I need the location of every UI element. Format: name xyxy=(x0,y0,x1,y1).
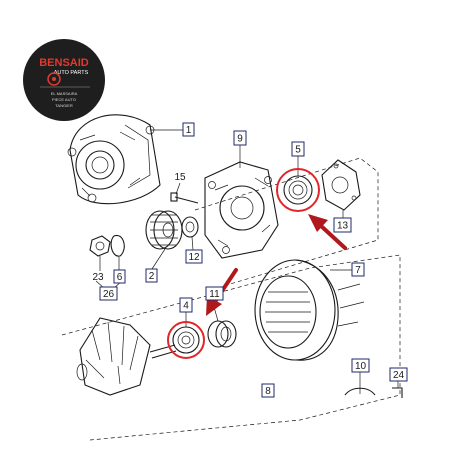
washer-part xyxy=(110,234,125,257)
callout-15: 15 xyxy=(174,172,186,183)
svg-text:4: 4 xyxy=(183,301,189,312)
highlight-circle-part-4 xyxy=(167,321,205,359)
svg-text:5: 5 xyxy=(295,145,301,156)
callout-4: 4 xyxy=(179,297,193,313)
logo-line-2: PIECE AUTO xyxy=(52,97,76,102)
svg-text:10: 10 xyxy=(355,361,367,372)
pulley-part xyxy=(145,210,183,250)
regulator-part xyxy=(344,380,376,396)
svg-text:26: 26 xyxy=(103,289,115,300)
callout-10: 10 xyxy=(351,358,370,373)
highlight-markers xyxy=(167,168,320,359)
callout-1: 1 xyxy=(182,122,195,137)
callout-9: 9 xyxy=(233,130,247,146)
rotor-part xyxy=(76,317,177,396)
svg-text:12: 12 xyxy=(188,252,200,263)
callout-26: 26 xyxy=(99,286,118,301)
logo-line-1: EL MASSAIRA xyxy=(51,91,78,96)
arrow-to-part-5 xyxy=(308,214,347,250)
callout-13: 13 xyxy=(333,217,352,233)
rear-housing-part xyxy=(204,161,279,259)
callout-5: 5 xyxy=(291,141,305,157)
nut-part xyxy=(89,235,111,257)
svg-text:9: 9 xyxy=(237,134,243,145)
logo-subtitle: AUTO PARTS xyxy=(54,70,89,76)
bearing-plate-part xyxy=(321,159,361,211)
bolt-part xyxy=(170,192,199,204)
callout-23: 23 xyxy=(92,272,104,283)
bensaid-logo: BENSAID AUTO PARTS EL MASSAIRA PIECE AUT… xyxy=(23,39,105,121)
front-bearing-part xyxy=(172,326,200,354)
svg-text:6: 6 xyxy=(117,272,123,283)
svg-text:8: 8 xyxy=(265,386,271,397)
leader-lines xyxy=(95,129,399,388)
highlight-circle-part-5 xyxy=(276,168,320,212)
logo-brand: BENSAID xyxy=(39,57,89,69)
callout-2: 2 xyxy=(145,268,158,283)
svg-text:7: 7 xyxy=(355,265,361,276)
rear-bearing-part xyxy=(283,175,313,205)
svg-text:24: 24 xyxy=(393,370,405,381)
svg-text:2: 2 xyxy=(149,271,155,282)
connector-part xyxy=(392,387,403,398)
assembly-outlines xyxy=(61,157,401,441)
logo-line-3: TANGIER xyxy=(55,103,73,108)
callout-7: 7 xyxy=(351,262,365,277)
gear-icon xyxy=(47,72,61,86)
spacer-ring-part xyxy=(181,216,199,238)
callout-6: 6 xyxy=(113,269,126,284)
callout-11: 11 xyxy=(205,286,224,301)
logo-badge xyxy=(23,39,105,121)
svg-text:1: 1 xyxy=(186,125,192,136)
callout-24: 24 xyxy=(389,367,408,382)
callout-12: 12 xyxy=(185,249,203,264)
stator-part xyxy=(254,259,365,361)
bearing-sleeve-part xyxy=(207,320,237,348)
svg-text:11: 11 xyxy=(209,289,220,300)
svg-text:13: 13 xyxy=(337,221,349,232)
front-housing-part xyxy=(67,114,161,205)
callout-8: 8 xyxy=(261,383,275,398)
